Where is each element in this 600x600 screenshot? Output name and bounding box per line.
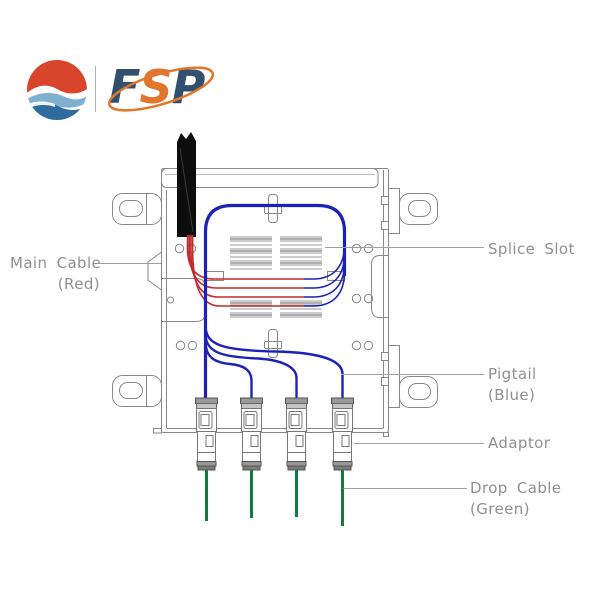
adaptor-2 [240, 397, 263, 471]
fiber-guides [206, 194, 345, 358]
adaptor-3 [285, 397, 308, 471]
label-splice-slot-line1: Splice Slot [488, 240, 575, 258]
splice-slots [230, 236, 322, 318]
pigtail-splice-curves [304, 244, 346, 307]
adaptors [195, 397, 354, 471]
center-tab-top [264, 194, 282, 223]
label-adaptor-line1: Adaptor [488, 434, 551, 452]
label-adaptor: Adaptor [488, 433, 550, 454]
label-main-cable-line2: (Red) [57, 275, 100, 293]
adaptor-4 [331, 397, 354, 471]
logo-divider [95, 66, 96, 112]
label-main-cable: Main Cable (Red) [10, 253, 102, 295]
label-drop-cable: Drop Cable (Green) [470, 478, 561, 520]
mounting-ear-bottom-left [112, 375, 162, 407]
pigtail-fibers [203, 203, 347, 401]
mounting-ear-bottom-right [381, 345, 438, 408]
main-cable-sheath [177, 132, 196, 237]
leader-lines [100, 247, 484, 489]
label-pigtail-line1: Pigtail [488, 365, 537, 383]
drop-cables [205, 470, 344, 526]
label-splice-slot: Splice Slot [488, 239, 575, 260]
top-rail [161, 168, 379, 188]
label-main-cable-line1: Main Cable [10, 254, 102, 272]
logo-globe-icon [27, 60, 87, 120]
adaptor-1 [195, 397, 218, 471]
screw-holes [167, 243, 374, 351]
label-pigtail: Pigtail (Blue) [488, 364, 537, 406]
splice-slot-right [280, 236, 322, 318]
center-tab-bottom [264, 329, 282, 358]
mounting-ears [112, 188, 438, 408]
main-cable-fibers [186, 235, 304, 307]
label-drop-cable-line2: (Green) [470, 500, 530, 518]
pigtail-branches [204, 325, 344, 401]
splice-slot-left [230, 236, 272, 318]
label-drop-cable-line1: Drop Cable [470, 479, 562, 497]
pigtail-loop [203, 203, 347, 401]
label-pigtail-line2: (Blue) [488, 386, 536, 404]
mounting-ear-top-left [112, 193, 162, 225]
mounting-ear-top-right [381, 188, 438, 234]
